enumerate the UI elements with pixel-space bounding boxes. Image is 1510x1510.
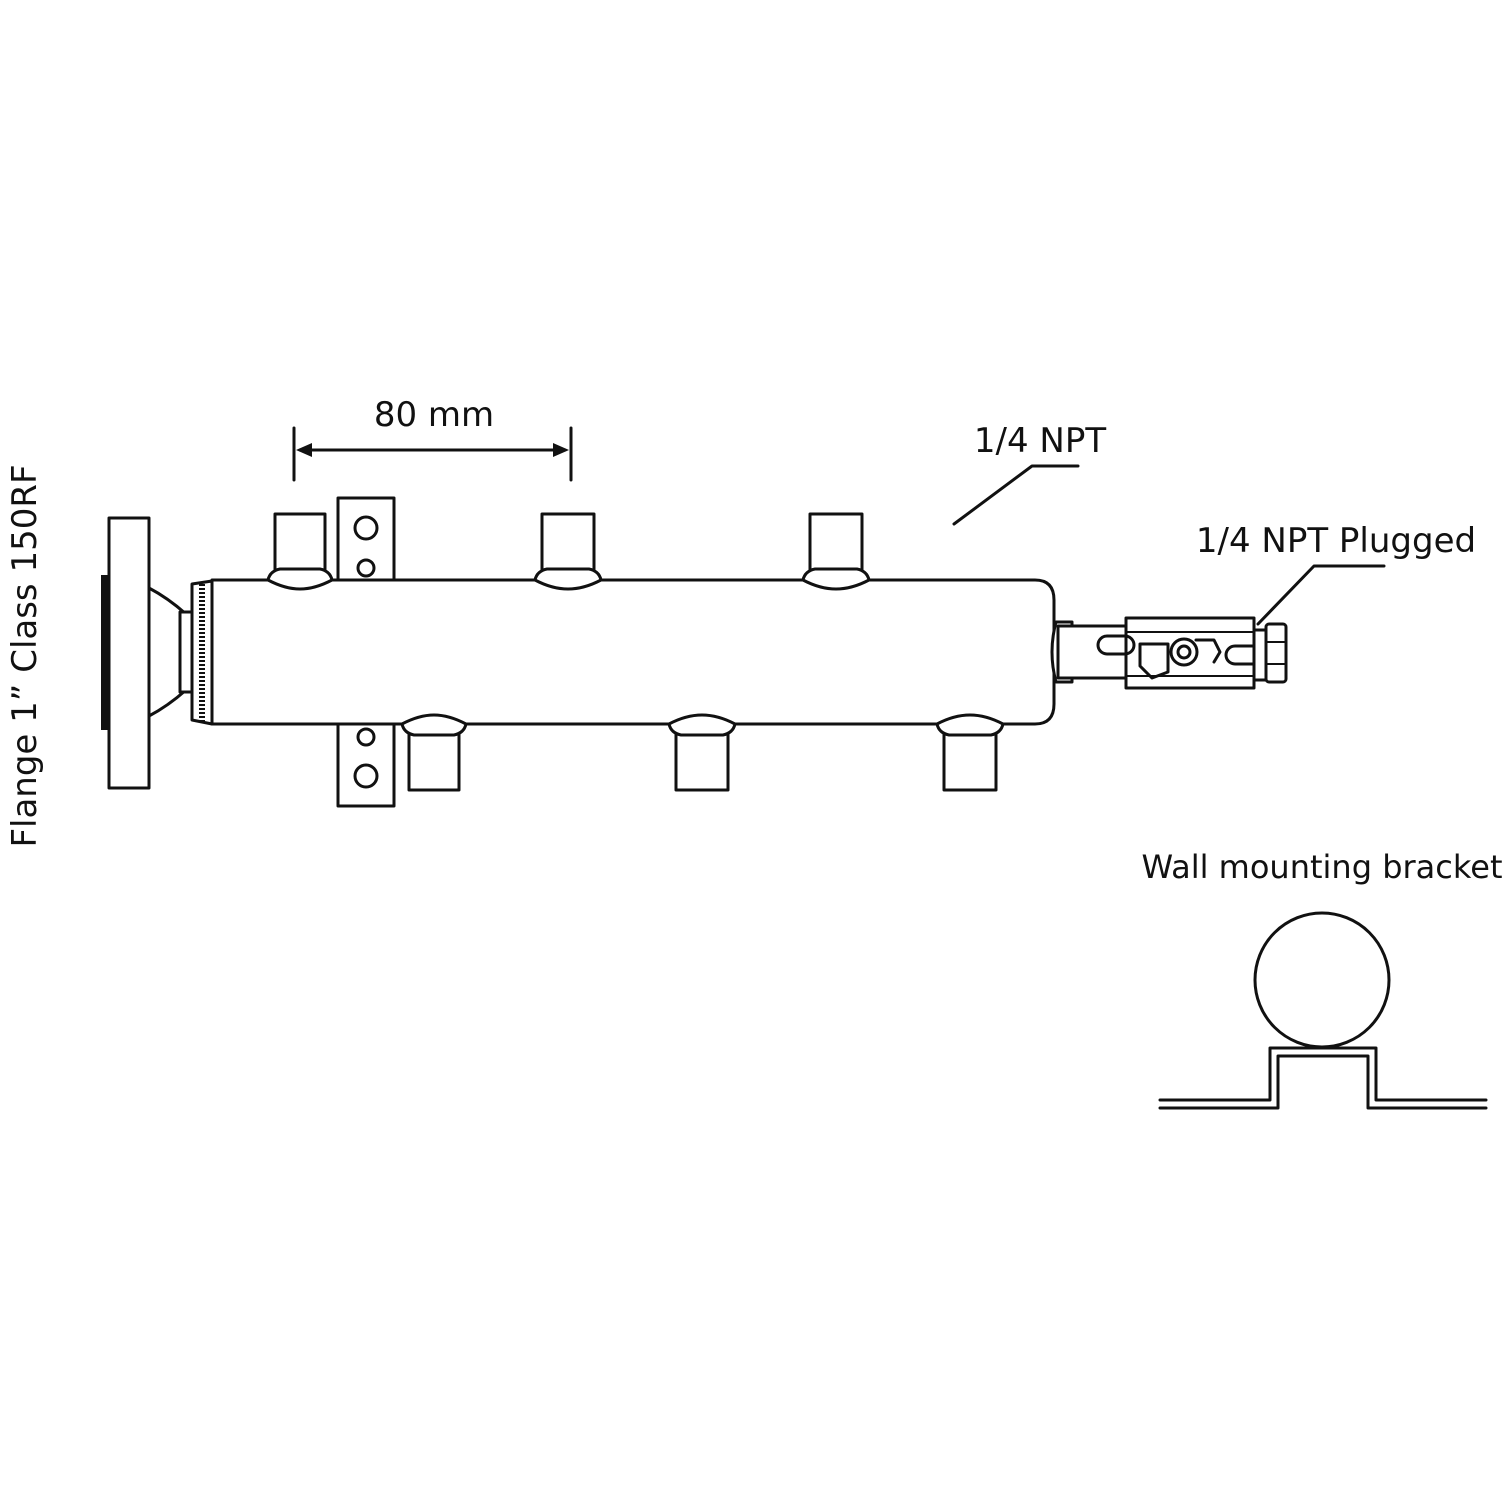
port-top-1 [266, 512, 334, 591]
bottom-ports [400, 713, 1005, 792]
bracket-strap-inner [1158, 1054, 1488, 1110]
flange [101, 516, 194, 790]
bracket-pipe-section [1253, 911, 1391, 1049]
valve-nipple [1056, 624, 1128, 680]
end-valve [1050, 616, 1288, 690]
flange-raised-face [101, 575, 109, 730]
flange-hub [178, 610, 194, 694]
wall-bracket-detail: Wall mounting bracket [1142, 848, 1503, 1110]
port-label: 1/4 NPT [974, 421, 1106, 461]
dimension-label: 80 mm [374, 395, 494, 435]
port-top-2 [533, 512, 603, 591]
valve-detail [1194, 638, 1222, 664]
port-bottom-2 [667, 713, 737, 792]
dimension-80mm: 80 mm [292, 395, 573, 482]
bracket-foot-top [336, 496, 396, 582]
port-top-3 [801, 512, 871, 591]
bracket-label: Wall mounting bracket [1142, 848, 1503, 886]
port-bottom-3 [935, 713, 1005, 792]
leader-port: 1/4 NPT [952, 421, 1106, 526]
port-bottom-1 [400, 713, 468, 792]
leader-plugged: 1/4 NPT Plugged [1196, 521, 1476, 626]
body-tube [210, 578, 1056, 726]
valve-slot-left [1096, 634, 1136, 656]
top-ports [266, 512, 871, 591]
bracket-foot-bottom [336, 722, 396, 808]
manifold-body [190, 578, 1056, 726]
flange-plate [107, 516, 151, 790]
flange-label: Flange 1” Class 150RF [5, 464, 45, 847]
valve-stem [1169, 637, 1199, 667]
plug-collar [1252, 628, 1268, 682]
plug-hex [1264, 622, 1288, 684]
bracket-strap-outer [1158, 1046, 1488, 1102]
plugged-label: 1/4 NPT Plugged [1196, 521, 1476, 561]
